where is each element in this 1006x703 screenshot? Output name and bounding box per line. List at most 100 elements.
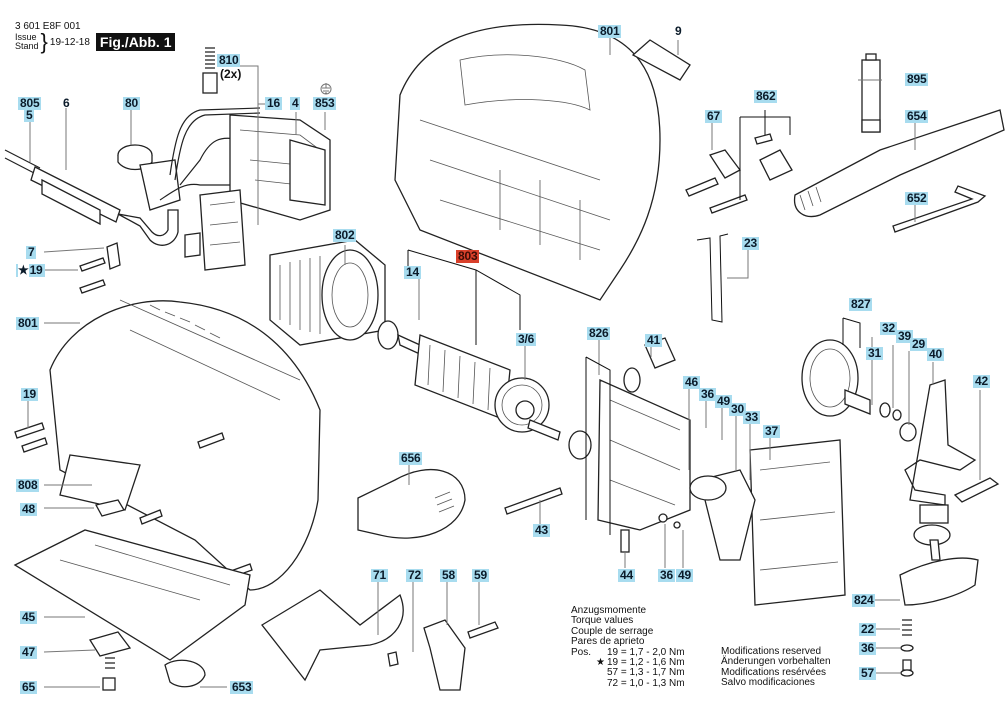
torque-row: 57 = 1,3 - 1,7 Nm xyxy=(571,667,685,679)
callout-48[interactable]: 48 xyxy=(20,502,37,516)
callout-59[interactable]: 59 xyxy=(472,568,489,582)
issue-date: 19-12-18 xyxy=(49,36,90,48)
callout-43[interactable]: 43 xyxy=(533,523,550,537)
callout-862[interactable]: 862 xyxy=(754,89,778,103)
callout-802[interactable]: 802 xyxy=(333,228,357,242)
star-icon: ★ xyxy=(18,263,29,277)
power-cable-part xyxy=(4,149,179,246)
torque-row: 72 = 1,0 - 1,3 Nm xyxy=(571,678,685,689)
torque-value: = 1,3 - 1,7 Nm xyxy=(620,667,685,679)
callout-803[interactable]: 803 xyxy=(456,249,480,263)
callout-895[interactable]: 895 xyxy=(905,72,929,86)
figure-label: Fig./Abb. 1 xyxy=(95,33,176,51)
callout-58[interactable]: 58 xyxy=(440,568,457,582)
callout-16[interactable]: 16 xyxy=(265,96,282,110)
callout-49-a[interactable]: 49 xyxy=(715,394,732,408)
torque-row: Pos. 19 = 1,7 - 2,0 Nm xyxy=(571,647,685,658)
ground-symbol-icon xyxy=(320,83,332,95)
callout-37[interactable]: 37 xyxy=(763,424,780,438)
callout-4[interactable]: 4 xyxy=(290,96,301,110)
torque-title-de: Anzugsmomente xyxy=(571,605,647,616)
callout-19[interactable]: 19 xyxy=(21,387,38,401)
callout-29[interactable]: 29 xyxy=(910,337,927,351)
callout-31[interactable]: 31 xyxy=(866,346,883,360)
callout-810-qty: (2x) xyxy=(220,67,242,81)
foot-lever-part xyxy=(261,589,404,682)
callout-827[interactable]: 827 xyxy=(849,297,873,311)
callout-39[interactable]: 39 xyxy=(896,329,913,343)
torque-values-table: Anzugsmomente Torque values Couple de se… xyxy=(571,605,685,689)
tube-part xyxy=(861,53,881,133)
blade-guard-part xyxy=(357,468,466,539)
nut-part xyxy=(95,499,125,517)
torque-title-en: Torque values xyxy=(571,615,634,627)
callout-23[interactable]: 23 xyxy=(742,236,759,250)
callout-36-b[interactable]: 36 xyxy=(658,568,675,582)
leader-lines xyxy=(27,36,981,688)
callout-71[interactable]: 71 xyxy=(371,568,388,582)
callout-44[interactable]: 44 xyxy=(618,568,635,582)
callout-6[interactable]: 6 xyxy=(63,96,70,110)
star-icon: ★ xyxy=(596,657,605,669)
spacer xyxy=(571,668,607,678)
brace-icon: } xyxy=(40,29,48,54)
callout-22[interactable]: 22 xyxy=(859,622,876,636)
callout-72[interactable]: 72 xyxy=(406,568,423,582)
pin-part xyxy=(504,487,681,553)
callout-9[interactable]: 9 xyxy=(675,24,682,38)
callout-805[interactable]: 805 xyxy=(18,96,42,110)
cable-clamp-part xyxy=(79,242,121,294)
callout-45[interactable]: 45 xyxy=(20,610,37,624)
callout-32[interactable]: 32 xyxy=(880,321,897,335)
torque-row: ★ 19 = 1,2 - 1,6 Nm xyxy=(571,657,685,669)
brush-spring-part xyxy=(202,47,218,94)
callout-5[interactable]: 5 xyxy=(24,108,35,122)
stand-label: Stand xyxy=(15,41,39,51)
callout-808[interactable]: 808 xyxy=(16,478,40,492)
issue-label: Issue xyxy=(15,32,37,42)
callout-654[interactable]: 654 xyxy=(905,109,929,123)
modifications-fr: Modifications resérvées xyxy=(721,666,827,678)
torque-value: = 1,2 - 1,6 Nm xyxy=(620,657,685,669)
back-plate-part xyxy=(749,439,846,606)
callout-656[interactable]: 656 xyxy=(399,451,423,465)
callout-30[interactable]: 30 xyxy=(729,402,746,416)
callout-41[interactable]: 41 xyxy=(645,333,662,347)
document-number: 3 601 E8F 001 xyxy=(15,21,81,32)
callout-3-6[interactable]: 3/6 xyxy=(516,332,537,346)
label-plate-part xyxy=(631,39,691,81)
callout-47[interactable]: 47 xyxy=(20,645,37,659)
callout-57[interactable]: 57 xyxy=(859,666,876,680)
callout-801-top[interactable]: 801 xyxy=(598,24,622,38)
brush-holder-part xyxy=(184,189,246,271)
callout-80[interactable]: 80 xyxy=(123,96,140,110)
callout-7[interactable]: 7 xyxy=(26,245,37,259)
callout-853[interactable]: 853 xyxy=(313,96,337,110)
callout-653[interactable]: 653 xyxy=(230,680,254,694)
callout-67[interactable]: 67 xyxy=(705,109,722,123)
pendulum-arm-part xyxy=(689,469,756,561)
callout-14[interactable]: 14 xyxy=(404,265,421,279)
callout-33[interactable]: 33 xyxy=(743,410,760,424)
callout-40[interactable]: 40 xyxy=(927,347,944,361)
callout-652[interactable]: 652 xyxy=(905,191,929,205)
callout-42[interactable]: 42 xyxy=(973,374,990,388)
callout-65[interactable]: 65 xyxy=(20,680,37,694)
callout-19-starred[interactable]: ★19 xyxy=(16,263,45,277)
chip-guard-part xyxy=(899,557,979,606)
clip-part xyxy=(953,477,1000,503)
callout-826[interactable]: 826 xyxy=(587,326,611,340)
callout-824[interactable]: 824 xyxy=(852,593,876,607)
callout-49-b[interactable]: 49 xyxy=(676,568,693,582)
callout-36-a[interactable]: 36 xyxy=(699,387,716,401)
callout-801-side[interactable]: 801 xyxy=(16,316,40,330)
spacer xyxy=(571,679,607,689)
callout-46[interactable]: 46 xyxy=(683,375,700,389)
callout-36-c[interactable]: 36 xyxy=(859,641,876,655)
issue-labels: Issue Stand xyxy=(15,33,39,51)
callout-810[interactable]: 810 xyxy=(217,53,241,67)
dust-adapter-part xyxy=(793,109,1005,218)
wiring-harness-part xyxy=(159,107,301,201)
torque-key: 19 xyxy=(607,657,619,669)
